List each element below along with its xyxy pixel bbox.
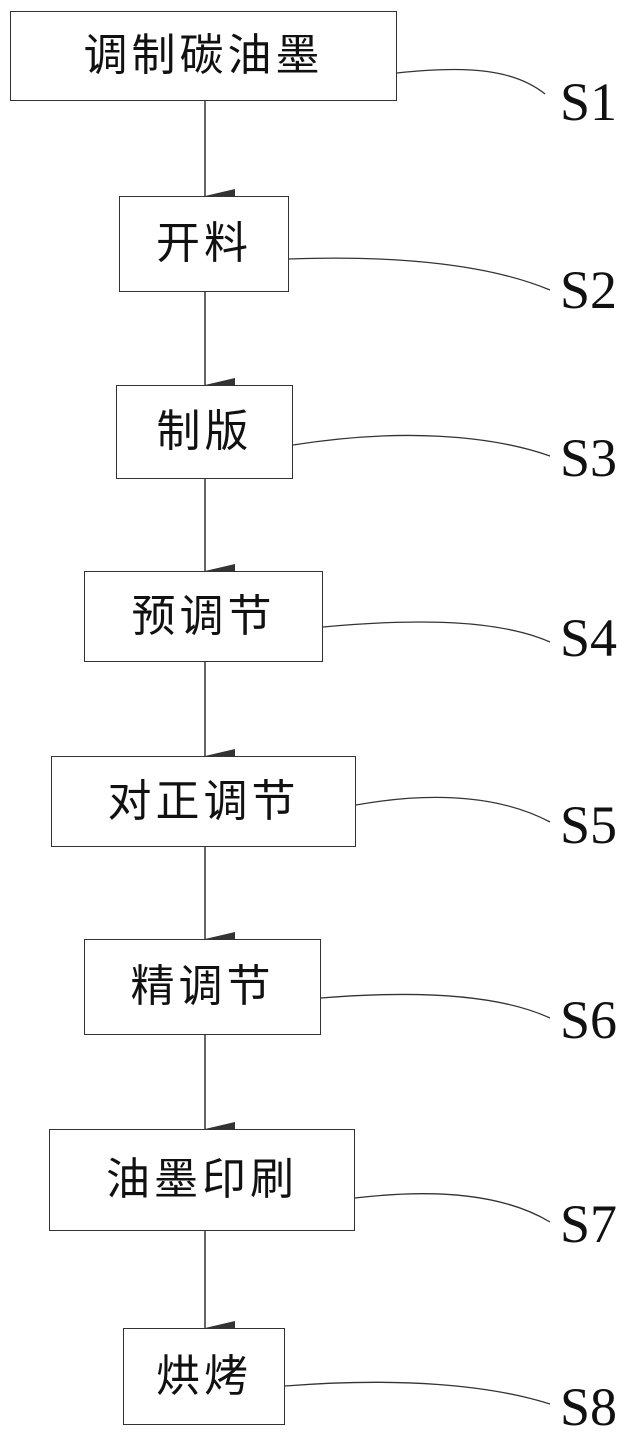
leader-s3 [292,434,551,457]
step-box-s4: 预调节 [84,571,323,662]
step-code-s2: S2 [560,260,618,320]
step-label-s7: 油墨印刷 [106,1154,298,1205]
step-label-s5: 对正调节 [107,775,300,827]
step-code-s3: S3 [560,428,618,488]
step-label-s2: 开料 [156,218,252,269]
step-label-s6: 精调节 [130,961,275,1012]
step-box-s8: 烘烤 [123,1328,285,1425]
step-label-s1: 调制碳油墨 [83,30,324,81]
step-label-s3: 制版 [156,406,253,457]
step-box-s7: 油墨印刷 [49,1129,355,1231]
step-code-s1: S1 [560,72,618,132]
leader-s5 [355,796,551,823]
leader-s8 [284,1381,551,1405]
step-code-s6: S6 [560,990,618,1050]
step-label-s8: 烘烤 [156,1350,252,1402]
step-code-s5: S5 [560,795,618,855]
step-label-s4: 预调节 [131,590,276,642]
leader-s4 [322,621,551,643]
leader-s6 [320,993,551,1019]
step-box-s1: 调制碳油墨 [10,11,397,101]
leader-s2 [288,257,551,291]
step-box-s5: 对正调节 [51,756,356,847]
leader-s1 [396,68,546,95]
step-box-s6: 精调节 [84,939,321,1035]
step-box-s2: 开料 [119,196,289,292]
step-code-s7: S7 [560,1194,618,1254]
step-code-s4: S4 [560,608,618,668]
leader-s7 [354,1193,551,1223]
step-box-s3: 制版 [116,385,293,479]
step-code-s8: S8 [560,1377,618,1437]
